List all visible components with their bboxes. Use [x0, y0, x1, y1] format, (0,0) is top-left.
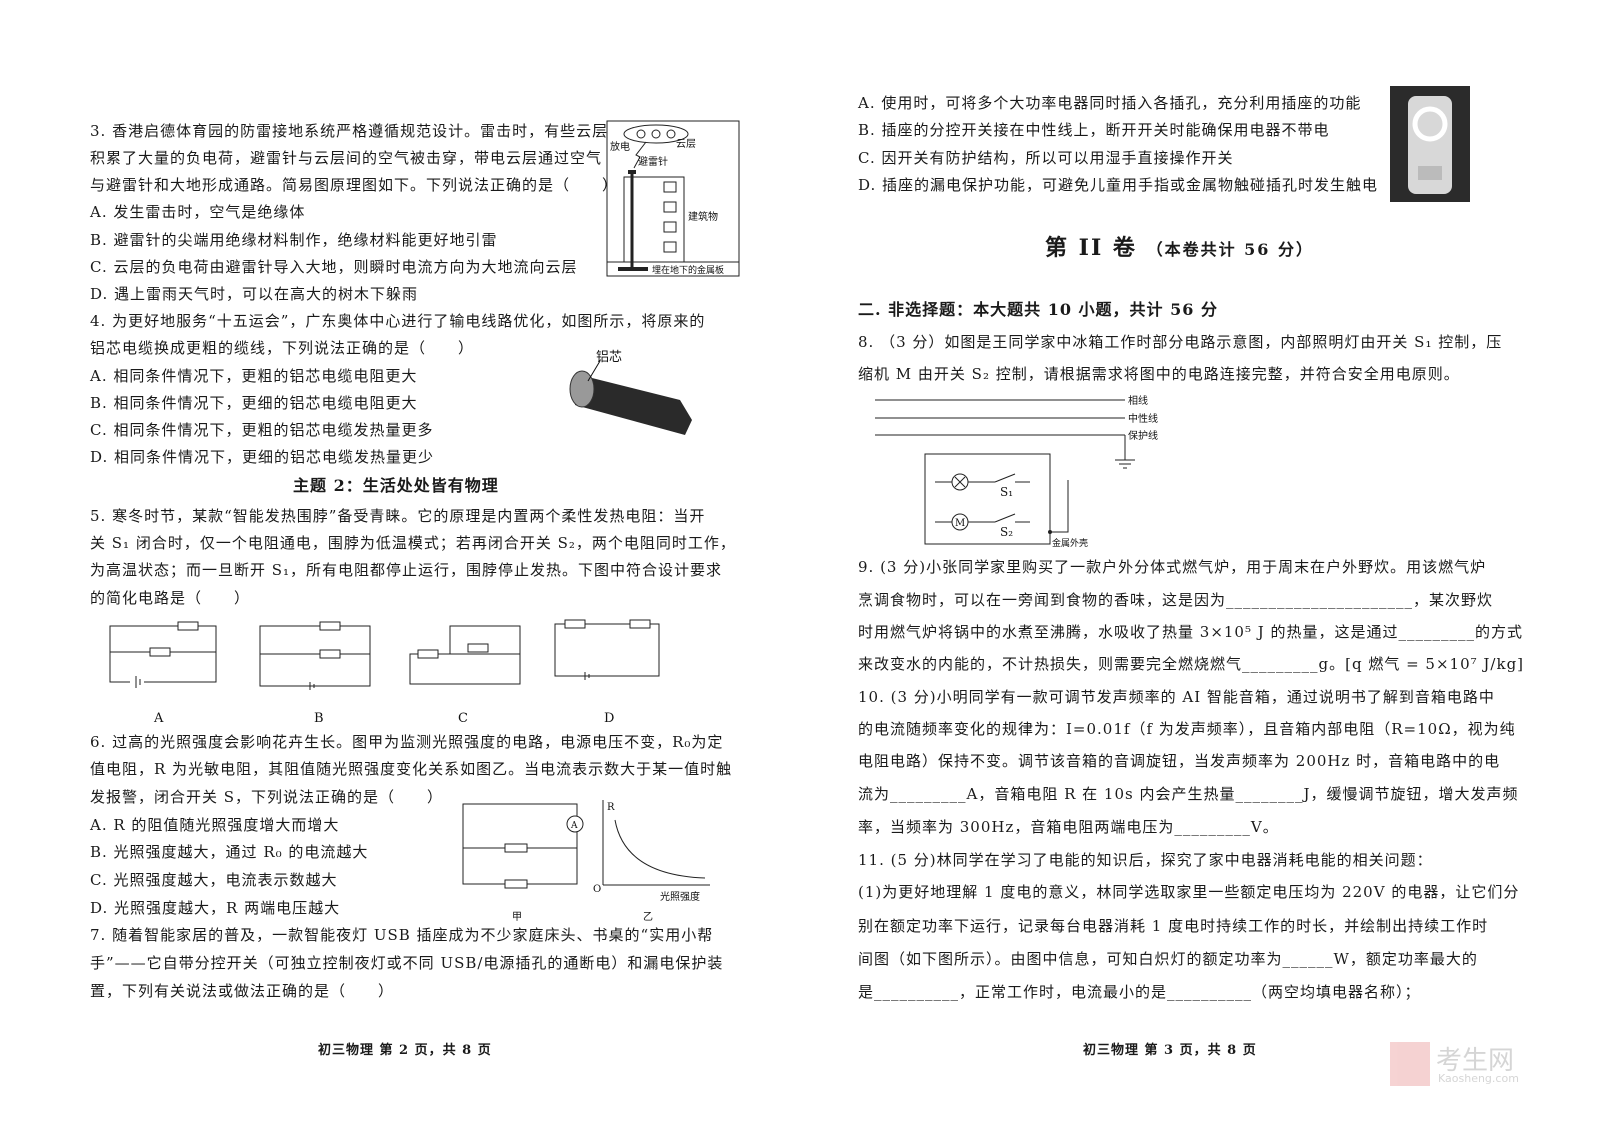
q3-option-a: A. 发生雷击时，空气是绝缘体 [90, 203, 306, 221]
q6-line: 6. 过高的光照强度会影响花卉生长。图甲为监测光照强度的电路，电源电压不变，R₀… [90, 733, 724, 751]
q4-line: 铝芯电缆换成更粗的缆线，下列说法正确的是（ ） [90, 339, 475, 357]
svg-text:S₂: S₂ [1000, 525, 1013, 539]
svg-text:云层: 云层 [676, 138, 696, 150]
svg-text:O: O [593, 884, 601, 895]
topic-2-heading: 主题 2：生活处处皆有物理 [293, 476, 499, 495]
q6-option-c: C. 光照强度越大，电流表示数越大 [90, 871, 338, 889]
q9-line: 烹调食物时，可以在一旁闻到食物的香味，这是因为_________________… [858, 591, 1494, 609]
q11-line: 是__________，正常工作时，电流最小的是__________（两空均填电… [858, 983, 1421, 1001]
q7-line: 置，下列有关说法或做法正确的是（ ） [90, 982, 395, 1000]
page-footer: 初三物理 第 2 页，共 8 页 [318, 1043, 492, 1058]
part-2-title: 第 II 卷 （本卷共计 56 分） [1045, 235, 1314, 261]
svg-text:建筑物: 建筑物 [688, 210, 718, 223]
q11-line: 11. (5 分)林同学在学习了电能的知识后，探究了家中电器消耗电能的相关问题： [858, 851, 1433, 869]
q8-line: 缩机 M 由开关 S₂ 控制，请根据需求将图中的电路连接完整，并符合安全用电原则… [858, 365, 1460, 383]
svg-text:金属外壳: 金属外壳 [1052, 537, 1088, 549]
q9-line: 时用燃气炉将锅中的水煮至沸腾，水吸收了热量 3×10⁵ J 的热量，这是通过__… [858, 623, 1524, 641]
q7-line: 手”——它自带分控开关（可独立控制夜灯或不同 USB/电源插孔的通断电）和漏电保… [90, 954, 724, 972]
circuit-c [409, 625, 521, 685]
q5-line: 关 S₁ 闭合时，仅一个电阻通电，围脖为低温模式；若再闭合开关 S₂，两个电阻同… [90, 534, 736, 552]
q4-option-d: D. 相同条件情况下，更细的铝芯电缆发热量更少 [90, 448, 435, 466]
q9-line: 来改变水的内能的，不计热损失，则需要完全燃烧燃气_________g。[q 燃气… [858, 655, 1525, 673]
svg-text:相线: 相线 [1128, 394, 1148, 407]
q6-line: 发报警，闭合开关 S，下列说法正确的是（ ） [90, 788, 444, 806]
option-label-d: D [604, 711, 614, 726]
q3-line: 3. 香港启德体育园的防雷接地系统严格遵循规范设计。雷击时，有些云层 [90, 122, 609, 140]
page-footer: 初三物理 第 3 页，共 8 页 [1083, 1043, 1257, 1058]
svg-text:甲: 甲 [512, 912, 522, 923]
section-2-heading: 二. 非选择题：本大题共 10 小题，共计 56 分 [858, 300, 1218, 319]
q7-option-d: D. 插座的漏电保护功能，可避免儿童用手指或金属物触碰插孔时发生触电 [858, 176, 1379, 194]
q7-line: 7. 随着智能家居的普及，一款智能夜灯 USB 插座成为不少家庭床头、书桌的“实… [90, 926, 714, 944]
q6-option-a: A. R 的阻值随光照强度增大而增大 [90, 816, 340, 834]
q10-line: 电阻电路）保持不变。调节该音箱的音调旋钮，当发声频率为 200Hz 时，音箱电路… [858, 752, 1501, 770]
q10-line: 的电流随频率变化的规律为：I=0.01f（f 为发声频率），且音箱内部电阻（R=… [858, 720, 1516, 738]
q7-option-a: A. 使用时，可将多个大功率电器同时插入各插孔，充分利用插座的功能 [858, 94, 1362, 112]
q4-option-c: C. 相同条件情况下，更粗的铝芯电缆发热量更多 [90, 421, 434, 439]
circuit-b [259, 621, 371, 690]
aluminum-cable-figure: 铝芯 [569, 350, 692, 435]
q3-line: 与避雷针和大地形成通路。简易图原理图如下。下列说法正确的是（ ） [90, 176, 619, 194]
q10-line: 率，当频率为 300Hz，音箱电阻两端电压为_________V。 [858, 818, 1279, 836]
svg-text:中性线: 中性线 [1128, 412, 1158, 425]
q8-line: 8. （3 分）如图是王同学家中冰箱工作时部分电路示意图，内部照明灯由开关 S₁… [858, 333, 1503, 351]
option-label-c: C [458, 711, 468, 726]
q6-option-d: D. 光照强度越大，R 两端电压越大 [90, 899, 341, 917]
circuit-a [109, 621, 217, 688]
lightning-rod-figure: 放电 云层 避雷针 建筑物 埋在地下的金属板 [606, 120, 740, 277]
circuit-d [554, 619, 660, 680]
q4-line: 4. 为更好地服务“十五运会”，广东奥体中心进行了输电线路优化，如图所示，将原来… [90, 312, 706, 330]
q3-option-c: C. 云层的负电荷由避雷针导入大地，则瞬时电流方向为大地流向云层 [90, 258, 578, 276]
q11-line: (1)为更好地理解 1 度电的意义，林同学选取家里一些额定电压均为 220V 的… [858, 883, 1520, 901]
q11-line: 间图（如下图所示）。由图中信息，可知白炽灯的额定功率为______W，额定功率最… [858, 950, 1478, 968]
q10-line: 流为_________A，音箱电阻 R 在 10s 内会产生热量________… [858, 785, 1519, 803]
svg-text:M: M [955, 518, 965, 529]
svg-text:保护线: 保护线 [1128, 429, 1158, 442]
q6-option-b: B. 光照强度越大，通过 R₀ 的电流越大 [90, 843, 369, 861]
svg-text:S₁: S₁ [1000, 485, 1013, 499]
q4-option-b: B. 相同条件情况下，更细的铝芯电缆电阻更大 [90, 394, 418, 412]
svg-text:埋在地下的金属板: 埋在地下的金属板 [652, 264, 724, 276]
smart-socket-photo [1390, 86, 1470, 202]
q10-line: 10. (3 分)小明同学有一款可调节发声频率的 AI 智能音箱，通过说明书了解… [858, 688, 1495, 706]
svg-text:乙: 乙 [643, 911, 653, 923]
q3-option-b: B. 避雷针的尖端用绝缘材料制作，绝缘材料能更好地引雷 [90, 231, 498, 249]
q6-line: 值电阻，R 为光敏电阻，其阻值随光照强度变化关系如图乙。当电流表示数大于某一值时… [90, 760, 733, 778]
svg-text:光照强度: 光照强度 [660, 890, 700, 903]
option-label-a: A [153, 711, 164, 726]
q3-line: 积累了大量的负电荷，避雷针与云层间的空气被击穿，带电云层通过空气 [90, 149, 603, 167]
q6-figures: A R O 光照强度 甲 乙 [462, 800, 710, 923]
q5-line: 5. 寒冬时节，某款“智能发热围脖”备受青睐。它的原理是内置两个柔性发热电阻：当… [90, 507, 706, 525]
q3-option-d: D. 遇上雷雨天气时，可以在高大的树木下躲雨 [90, 285, 419, 303]
fridge-circuit-figure: M 相线 中性线 保护线 S₁ S₂ 金属外壳 [875, 394, 1158, 549]
option-label-b: B [314, 711, 324, 726]
q4-option-a: A. 相同条件情况下，更粗的铝芯电缆电阻更大 [90, 367, 418, 385]
svg-text:铝芯: 铝芯 [596, 350, 622, 365]
svg-text:放电: 放电 [610, 140, 630, 153]
q5-line: 为高温状态；而一旦断开 S₁，所有电阻都停止运行，围脖停止发热。下图中符合设计要… [90, 561, 723, 579]
q7-option-c: C. 因开关有防护结构，所以可以用湿手直接操作开关 [858, 149, 1234, 167]
q7-option-b: B. 插座的分控开关接在中性线上，断开开关时能确保用电器不带电 [858, 121, 1330, 139]
q9-line: 9. (3 分)小张同学家里购买了一款户外分体式燃气炉，用于周末在户外野炊。用该… [858, 558, 1487, 576]
svg-text:A: A [570, 821, 578, 831]
svg-text:避雷针: 避雷针 [638, 155, 668, 168]
svg-text:R: R [607, 802, 615, 813]
q5-circuits: A B C D [109, 619, 660, 726]
watermark-logo: 考生网 Kaosheng.com [1390, 1040, 1545, 1090]
q5-line: 的简化电路是（ ） [90, 589, 251, 607]
q11-line: 别在额定功率下运行，记录每台电器消耗 1 度电时持续工作的时长，并绘制出持续工作… [858, 917, 1489, 935]
